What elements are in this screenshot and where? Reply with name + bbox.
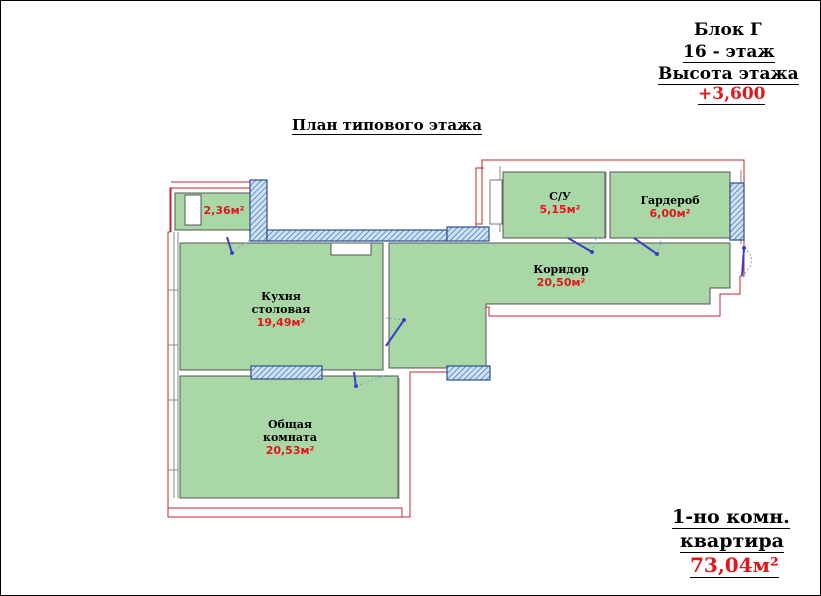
wardrobe-name: Гардероб	[640, 194, 699, 207]
wall-top-beam	[266, 229, 448, 242]
room-balcony: 2,36м²	[174, 192, 251, 231]
room-living: Общая комната 20,53м²	[179, 375, 399, 499]
door-wardrobe	[633, 237, 663, 256]
corridor-area: 20,50м²	[537, 276, 586, 289]
doors	[226, 236, 752, 388]
door-balcony	[226, 236, 251, 255]
door-bathroom	[567, 237, 597, 254]
wall-mid-left	[250, 365, 323, 380]
bathroom-area: 5,15м²	[540, 203, 581, 216]
room-kitchen: Кухня столовая 19,49м²	[179, 242, 384, 371]
door-living	[353, 371, 385, 388]
structural-walls	[249, 179, 745, 381]
apartment-type: 1-но комн.	[672, 506, 790, 529]
room-wardrobe: Гардероб 6,00м²	[609, 171, 731, 239]
apartment-type-word: квартира	[680, 530, 784, 553]
apartment-total-area: 73,04м²	[690, 553, 779, 578]
plan-title: План типового этажа	[292, 116, 482, 135]
living-name-line1: Общая	[268, 418, 312, 431]
door-entrance	[741, 246, 752, 277]
block-label: Блок Г	[694, 20, 762, 40]
wall-right-column	[729, 182, 745, 241]
wall-column-left	[249, 179, 268, 242]
wall-top-beam-right	[446, 226, 490, 242]
floor-height-label: Высота этажа	[658, 64, 799, 85]
living-name-line2: комната	[263, 431, 317, 444]
windows	[168, 289, 178, 471]
wall-mid-right	[446, 365, 491, 381]
kitchen-name-line2: столовая	[252, 303, 311, 316]
balcony-area: 2,36м²	[204, 204, 245, 217]
bathroom-name: С/У	[549, 190, 571, 203]
living-area: 20,53м²	[266, 444, 315, 457]
door-kitchen	[385, 317, 406, 347]
kitchen-area: 19,49м²	[257, 316, 306, 329]
corridor-name: Коридор	[533, 263, 589, 276]
room-corridor: Коридор 20,50м²	[388, 242, 731, 369]
floor-height-value: +3,600	[698, 84, 766, 105]
kitchen-name-line1: Кухня	[261, 290, 301, 303]
room-bathroom: С/У 5,15м²	[489, 171, 606, 239]
floor-label: 16 - этаж	[683, 42, 775, 63]
wardrobe-area: 6,00м²	[650, 207, 691, 220]
